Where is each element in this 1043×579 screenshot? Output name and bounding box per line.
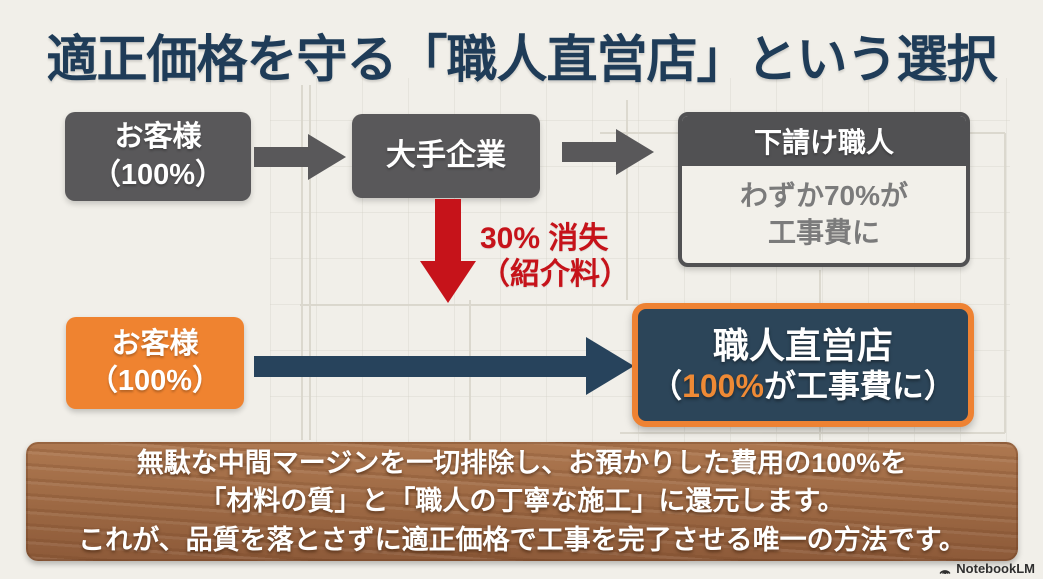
customer-top-line2: （100%） xyxy=(91,158,225,191)
watermark: NotebookLM xyxy=(938,561,1035,576)
arrow-head xyxy=(586,337,634,395)
customer-bottom-line1: お客様 xyxy=(111,327,199,360)
subcontractor-header: 下請け職人 xyxy=(682,116,966,166)
customer-bottom-line2: （100%） xyxy=(88,365,222,397)
subtitle-suffix: が工事費に） xyxy=(763,368,956,405)
direct-store-title: 職人直営店 xyxy=(712,325,893,367)
subtitle-prefix: （ xyxy=(650,368,683,405)
major-company-label: 大手企業 xyxy=(386,138,506,172)
summary-line2: 「材料の質」と「職人の丁寧な施工」に還元します。 xyxy=(199,486,845,517)
subcontractor-body: わずか70%が 工事費に xyxy=(682,166,966,263)
arrow-shaft xyxy=(562,142,616,162)
loss-label-line1: 30% 消失 xyxy=(480,222,609,255)
loss-label-line2: （紹介料） xyxy=(480,258,630,291)
page-title: 適正価格を守る「職人直営店」という選択 xyxy=(46,31,997,88)
loss-label: 30% 消失 （紹介料） xyxy=(480,221,630,293)
arrow-shaft xyxy=(254,147,308,167)
arrow-shaft xyxy=(435,199,461,261)
watermark-label: NotebookLM xyxy=(956,561,1035,576)
subcontractor-box: 下請け職人 わずか70%が 工事費に xyxy=(678,112,970,267)
summary-line1: 無駄な中間マージンを一切排除し、お預かりした費用の100%を xyxy=(136,448,908,478)
notebooklm-icon xyxy=(939,569,951,574)
arrow-head xyxy=(420,261,476,303)
customer-top-line1: お客様 xyxy=(114,121,202,154)
subtitle-highlight: 100% xyxy=(682,368,764,405)
arrow-head xyxy=(308,134,346,180)
summary-panel: 無駄な中間マージンを一切排除し、お預かりした費用の100%を 「材料の質」と「職… xyxy=(26,442,1018,561)
major-company-box: 大手企業 xyxy=(352,114,540,198)
summary-line3: これが、品質を落とさずに適正価格で工事を完了させる唯一の方法です。 xyxy=(78,524,966,555)
loss-arrow-down-icon xyxy=(420,199,476,303)
arrow-shaft xyxy=(254,356,586,377)
customer-box-bottom: お客様 （100%） xyxy=(66,317,244,409)
subcontractor-body-line2: 工事費に xyxy=(767,216,880,248)
customer-box-top: お客様 （100%） xyxy=(65,112,251,201)
arrow-head xyxy=(616,129,654,175)
direct-store-box: 職人直営店 （100%が工事費に） xyxy=(632,303,974,427)
subcontractor-body-line1: わずか70%が xyxy=(739,180,909,212)
direct-store-subtitle: （100%が工事費に） xyxy=(650,367,956,405)
